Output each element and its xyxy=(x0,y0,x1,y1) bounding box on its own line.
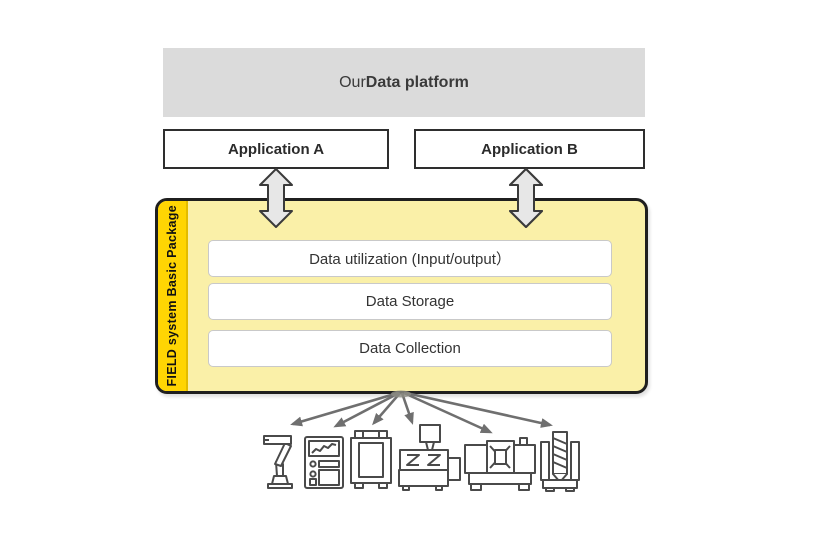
package-side-strip: FIELD system Basic Package xyxy=(158,201,188,391)
injection-molding-machine-icon xyxy=(398,424,462,492)
drilling-machine-icon xyxy=(540,430,580,492)
machining-center-icon xyxy=(350,430,392,490)
lathe-machine-icon xyxy=(464,437,538,493)
data-platform-header: Our Data platform xyxy=(163,48,645,117)
package-side-label: FIELD system Basic Package xyxy=(165,205,179,387)
layer-data-collection-label: Data Collection xyxy=(359,340,461,357)
application-b-box: Application B xyxy=(414,129,645,169)
application-a-label: Application A xyxy=(227,140,325,158)
industrial-robot-icon xyxy=(262,431,296,489)
bidirectional-arrow-a xyxy=(259,168,293,228)
application-b-label: Application B xyxy=(481,140,578,158)
application-a-box: Application A xyxy=(163,129,389,169)
layer-data-utilization: Data utilization (Input/output） xyxy=(208,240,612,277)
layer-data-storage-label: Data Storage xyxy=(365,293,455,310)
platform-title-prefix: Our xyxy=(339,73,366,91)
layer-data-storage: Data Storage xyxy=(208,283,612,320)
bidirectional-arrow-b xyxy=(509,168,543,228)
layer-data-utilization-label: Data utilization (Input/output） xyxy=(309,251,511,268)
cnc-control-panel-icon xyxy=(304,436,344,489)
layer-data-collection: Data Collection xyxy=(208,330,612,367)
platform-title-bold: Data platform xyxy=(365,73,469,91)
